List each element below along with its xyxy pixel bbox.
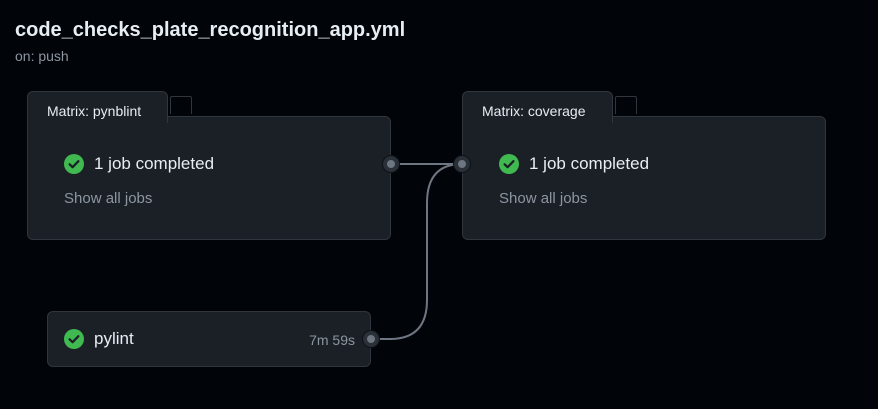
- job-duration: 7m 59s: [309, 332, 355, 348]
- output-port: [382, 155, 400, 173]
- matrix-card-coverage[interactable]: 1 job completed Show all jobs: [462, 116, 826, 240]
- input-port: [453, 155, 471, 173]
- matrix-stack-indicator: [615, 96, 637, 114]
- job-name: pylint: [64, 329, 134, 349]
- matrix-tab-pynblint[interactable]: Matrix: pynblint: [27, 91, 168, 123]
- workflow-trigger: on: push: [15, 48, 69, 64]
- matrix-status-label: 1 job completed: [94, 154, 215, 173]
- matrix-stack-indicator: [170, 96, 192, 114]
- matrix-tab-coverage[interactable]: Matrix: coverage: [462, 91, 613, 123]
- check-circle-icon: [499, 154, 519, 174]
- matrix-status: 1 job completed: [499, 154, 649, 174]
- show-all-jobs-link[interactable]: Show all jobs: [64, 190, 153, 207]
- output-port: [362, 330, 380, 348]
- show-all-jobs-link[interactable]: Show all jobs: [499, 190, 588, 207]
- check-circle-icon: [64, 329, 84, 349]
- connector-pylint-coverage: [371, 163, 463, 340]
- job-card-pylint[interactable]: pylint 7m 59s: [47, 311, 371, 367]
- matrix-card-pynblint[interactable]: 1 job completed Show all jobs: [27, 116, 391, 240]
- workflow-title[interactable]: code_checks_plate_recognition_app.yml: [15, 19, 406, 41]
- matrix-status: 1 job completed: [64, 154, 214, 174]
- check-circle-icon: [64, 154, 84, 174]
- job-name-label: pylint: [94, 329, 134, 348]
- matrix-status-label: 1 job completed: [529, 154, 650, 173]
